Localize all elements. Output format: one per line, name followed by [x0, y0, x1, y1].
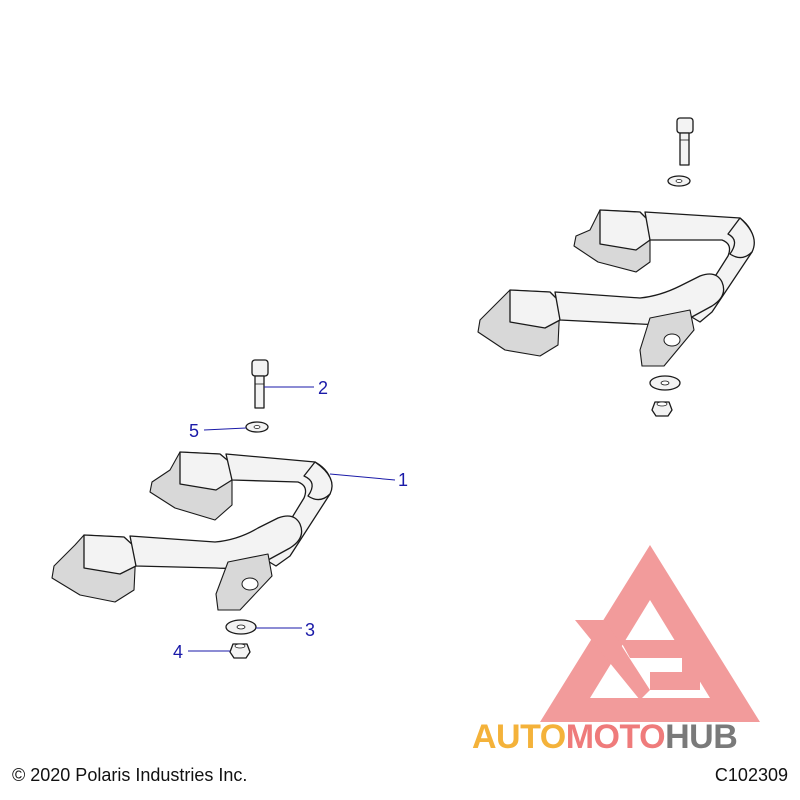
- watermark-brand-auto: AUTO: [472, 718, 566, 756]
- callouts: 1 2 3 4 5: [173, 378, 408, 662]
- watermark-brand-moto: MOTO: [566, 718, 665, 756]
- frame-part-1: [51, 451, 333, 611]
- callout-1: 1: [398, 470, 408, 490]
- callout-2: 2: [318, 378, 328, 398]
- upper-large-washer: [649, 375, 681, 391]
- callout-5: 5: [189, 421, 199, 441]
- upper-bolt: [676, 117, 694, 166]
- callout-4: 4: [173, 642, 183, 662]
- callout-3: 3: [305, 620, 315, 640]
- upper-washer: [667, 175, 691, 187]
- bolt-part-2: [251, 359, 269, 409]
- watermark-brand-hub: HUB: [665, 718, 737, 756]
- lower-assembly: [51, 359, 333, 659]
- leader-1: [329, 473, 396, 481]
- figure-id: C102309: [714, 765, 788, 785]
- washer-part-3: [225, 619, 257, 635]
- upper-nut: [651, 401, 673, 417]
- washer-part-5: [245, 421, 269, 433]
- copyright-text: © 2020 Polaris Industries Inc.: [12, 765, 248, 785]
- watermark-mark-icon: [575, 620, 700, 700]
- leader-5: [203, 427, 247, 431]
- watermark-triangle-icon: [540, 545, 760, 722]
- upper-assembly: [477, 117, 755, 417]
- watermark-brand: AUTOMOTOHUB: [472, 718, 737, 756]
- watermark-logo: [540, 545, 760, 722]
- upper-frame: [477, 209, 755, 367]
- nut-part-4: [229, 643, 251, 659]
